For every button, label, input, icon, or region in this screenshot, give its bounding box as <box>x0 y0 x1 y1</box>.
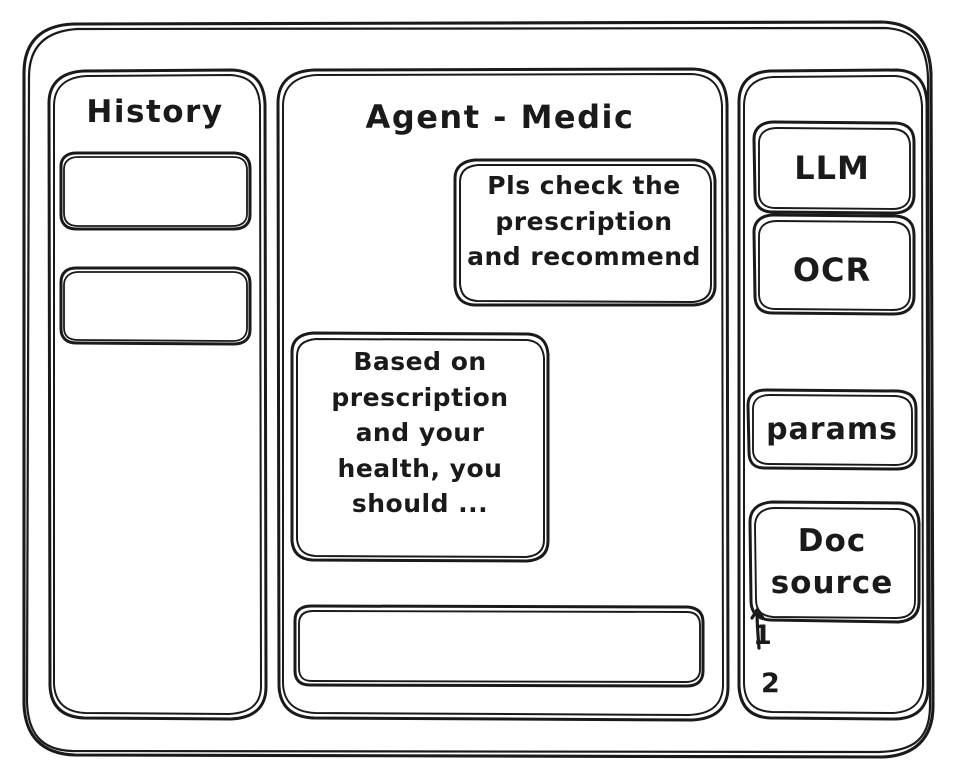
composer-input[interactable] <box>295 606 703 686</box>
doc-source-item-2[interactable]: 2 <box>761 668 780 699</box>
tool-params-button[interactable] <box>748 390 916 469</box>
history-card-1[interactable] <box>61 153 250 229</box>
page-title: Agent - Medic <box>365 98 635 136</box>
history-panel-title: History <box>86 94 224 130</box>
tool-llm-label: LLM <box>794 149 870 187</box>
doc-source-item-1[interactable]: 1 <box>753 620 772 651</box>
agent-message-text: Based on prescription and your health, y… <box>331 347 509 518</box>
tool-ocr-label: OCR <box>792 251 872 289</box>
tool-doc-source-button[interactable] <box>750 502 919 622</box>
tool-doc-source-label: Doc source <box>770 523 894 601</box>
tool-params-label: params <box>766 412 898 447</box>
user-message-text: Pls check the prescription and recommend <box>467 171 701 271</box>
tool-llm-button[interactable] <box>754 122 914 213</box>
history-card-2[interactable] <box>61 268 250 344</box>
user-message-bubble <box>455 160 715 305</box>
agent-message-bubble <box>292 333 548 561</box>
tool-ocr-button[interactable] <box>754 215 914 314</box>
